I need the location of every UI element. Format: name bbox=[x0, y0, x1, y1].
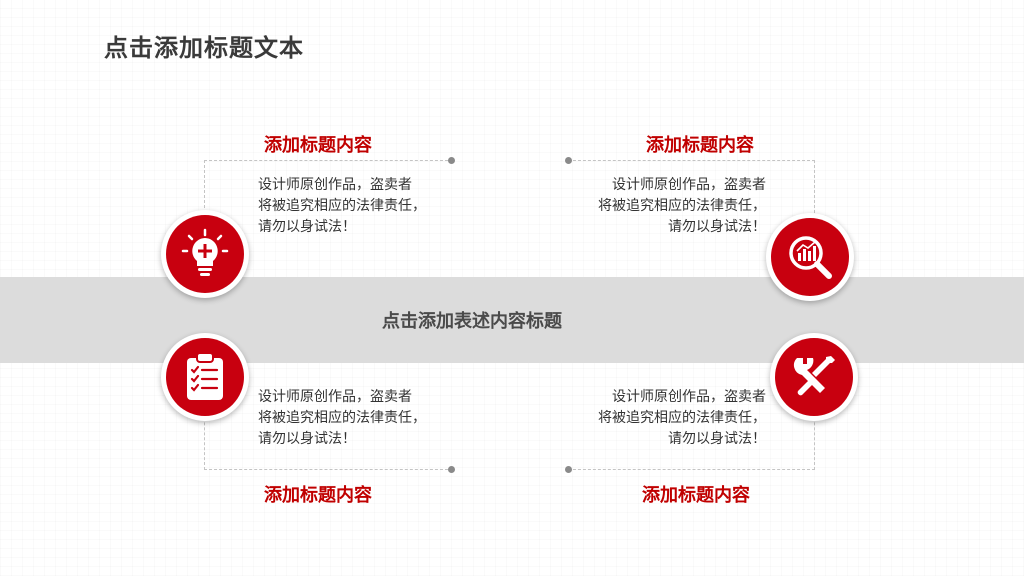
lightbulb-badge bbox=[161, 210, 249, 298]
text-line: 将被追究相应的法律责任， bbox=[258, 410, 426, 426]
wrench-screwdriver-icon bbox=[793, 356, 835, 396]
block-text: 设计师原创作品，盗卖者 将被追究相应的法律责任， 请勿以身试法！ bbox=[566, 387, 766, 450]
page-title: 点击添加标题文本 bbox=[104, 34, 304, 62]
chart-magnifier-icon bbox=[789, 236, 832, 279]
text-line: 将被追究相应的法律责任， bbox=[598, 410, 766, 426]
text-line: 请勿以身试法！ bbox=[258, 431, 356, 447]
clipboard-badge bbox=[161, 333, 249, 421]
connector-dot bbox=[565, 466, 572, 473]
block-heading: 添加标题内容 bbox=[264, 485, 372, 506]
block-heading: 添加标题内容 bbox=[642, 485, 750, 506]
text-line: 设计师原创作品，盗卖者 bbox=[612, 389, 766, 405]
tools-badge bbox=[770, 333, 858, 421]
text-line: 设计师原创作品，盗卖者 bbox=[258, 389, 412, 405]
connector-dot bbox=[448, 466, 455, 473]
block-text: 设计师原创作品，盗卖者 将被追究相应的法律责任， 请勿以身试法！ bbox=[566, 175, 766, 238]
block-text: 设计师原创作品，盗卖者 将被追究相应的法律责任， 请勿以身试法！ bbox=[258, 175, 426, 238]
text-line: 将被追究相应的法律责任， bbox=[258, 198, 426, 214]
text-line: 将被追究相应的法律责任， bbox=[598, 198, 766, 214]
text-line: 请勿以身试法！ bbox=[668, 219, 766, 235]
text-line: 设计师原创作品，盗卖者 bbox=[612, 177, 766, 193]
text-line: 请勿以身试法！ bbox=[258, 219, 356, 235]
block-text: 设计师原创作品，盗卖者 将被追究相应的法律责任， 请勿以身试法！ bbox=[258, 387, 426, 450]
text-line: 请勿以身试法！ bbox=[668, 431, 766, 447]
connector-dot bbox=[448, 157, 455, 164]
connector-dot bbox=[565, 157, 572, 164]
band-title: 点击添加表述内容标题 bbox=[382, 311, 562, 332]
text-line: 设计师原创作品，盗卖者 bbox=[258, 177, 412, 193]
chart-badge bbox=[766, 213, 854, 301]
block-heading: 添加标题内容 bbox=[646, 135, 754, 156]
lightbulb-plus-icon bbox=[181, 228, 229, 276]
clipboard-checklist-icon bbox=[187, 352, 223, 400]
block-heading: 添加标题内容 bbox=[264, 135, 372, 156]
